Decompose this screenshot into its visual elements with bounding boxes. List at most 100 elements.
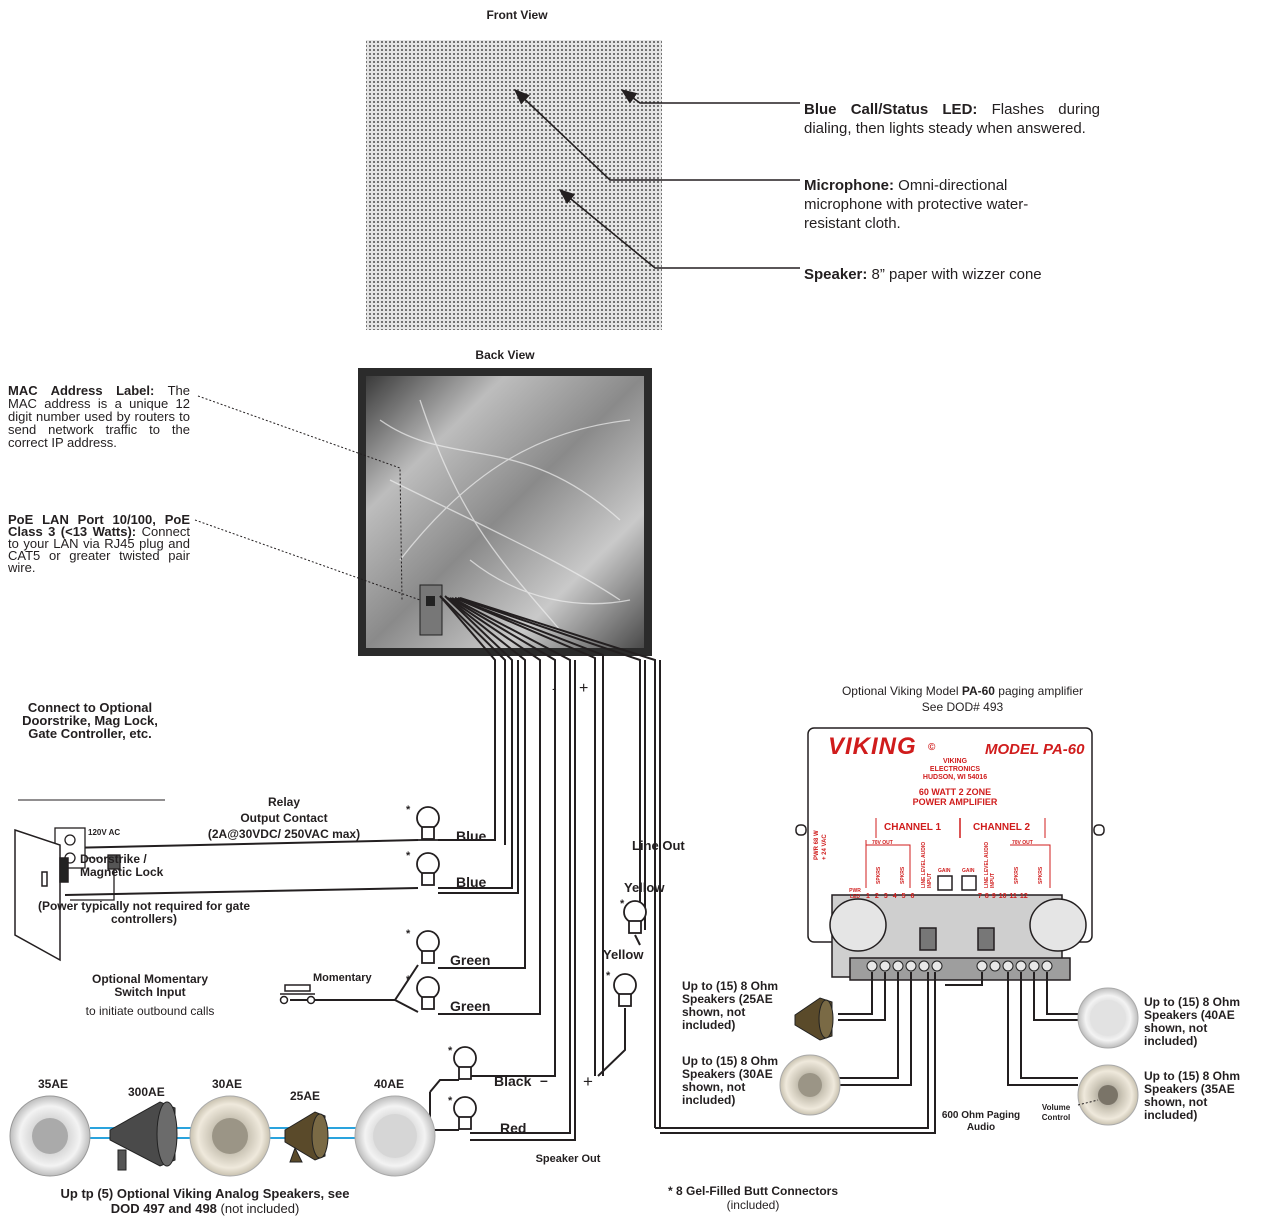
harness-minus-sign: - [552, 680, 557, 696]
pa60-red-brackets [865, 818, 1051, 888]
pa60-spkrs-3: SPKRS [1014, 866, 1020, 884]
pa60-terminal-2: 2 [874, 893, 879, 900]
external-wires [64, 839, 641, 1131]
wire-label-yellow-2: Yellow [603, 947, 644, 962]
volume-control-label: Volume Control [1041, 1103, 1071, 1122]
pa60-intro-model: PA-60 [961, 684, 995, 698]
pa60-pwr-led: PWR LED [849, 888, 861, 900]
pa60-70v-out-2: 70V OUT [1012, 840, 1033, 846]
pa60-amp-title-1: 60 WATT 2 ZONE [918, 787, 992, 797]
pa60-intro: Optional Viking Model PA-60 paging ampli… [830, 683, 1095, 715]
pa60-terminal-numbers-ch2: 7 8 9 10 11 12 [978, 893, 1028, 900]
pa-speaker-30ae-label: Up to (15) 8 Ohm Speakers (30AE shown, n… [682, 1054, 779, 1107]
pa60-amp-title-2: POWER AMPLIFIER [912, 797, 998, 807]
butt-star-5: * [448, 1045, 453, 1057]
analog-caption-rest: (not included) [220, 1201, 300, 1216]
door-illustration [14, 828, 69, 962]
butt-connector-yellow-1 [623, 900, 647, 934]
doorstrike-label: Doorstrike / Magnetic Lock [80, 852, 164, 879]
speaker-out-label: Speaker Out [535, 1153, 601, 1165]
pa60-intro-a: Optional Viking Model [841, 684, 959, 698]
switch-subtitle: to initiate outbound calls [85, 1004, 215, 1018]
pa-speaker-35ae-label: Up to (15) 8 Ohm Speakers (35AE shown, n… [1144, 1069, 1241, 1122]
pa60-gain-1: GAIN [938, 868, 951, 874]
harness-plus-sign: + [579, 680, 589, 697]
pa60-terminal-5: 5 [901, 893, 906, 900]
pa60-company: VIKING ELECTRONICS HUDSON, WI 54016 [905, 758, 1005, 782]
relay-title: Relay [267, 795, 301, 809]
front-view-title: Front View [486, 8, 548, 22]
pa-speaker-25ae-label: Up to (15) 8 Ohm Speakers (25AE shown, n… [682, 979, 779, 1032]
back-view-title: Back View [475, 348, 535, 362]
analog-model-35ae: 35AE [38, 1077, 69, 1091]
pa60-company-3: HUDSON, WI 54016 [922, 774, 988, 781]
connect-optional-title: Connect to Optional Doorstrike, Mag Lock… [22, 700, 158, 741]
pa60-spkrs-4: SPKRS [1038, 866, 1044, 884]
pa60-company-1: VIKING [942, 758, 968, 765]
analog-caption: Up tp (5) Optional Viking Analog Speaker… [60, 1186, 350, 1216]
pa60-line-level-1: LINE LEVEL AUDIO INPUT [921, 841, 933, 888]
pa60-terminal-11: 11 [1009, 893, 1017, 900]
pa60-terminal-numbers-ch1: 1 2 3 4 5 6 [866, 893, 914, 900]
butt-connector-blue-1 [416, 806, 440, 841]
pa60-terminal-1: 1 [866, 893, 870, 900]
pa60-spkrs-2: SPKRS [900, 866, 906, 884]
relay-subtitle: Output Contact [240, 811, 328, 825]
butt-connector-green-2 [416, 976, 440, 1010]
poe-callout: PoE LAN Port 10/100, PoE Class 3 (<13 Wa… [8, 513, 190, 575]
wire-label-green-2: Green [450, 998, 491, 1014]
butt-connector-red [453, 1096, 477, 1130]
wire-label-black: Black [494, 1073, 532, 1089]
butt-star-7: * [620, 898, 625, 910]
led-callout: Blue Call/Status LED: Flashes during dia… [804, 100, 1100, 138]
butt-connector-black [453, 1046, 477, 1080]
paging-audio-label: 600 Ohm Paging Audio [941, 1110, 1021, 1133]
front-view-panel [366, 40, 662, 330]
wire-label-blue-1: Blue [456, 828, 487, 844]
speaker-callout-text: 8” paper with wizzer cone [871, 266, 1042, 283]
pa60-amplifier [795, 727, 1105, 981]
power-adapter [70, 854, 121, 901]
poe-callout-text: Connect to your LAN via RJ45 plug and CA… [8, 524, 190, 575]
mic-callout-label: Microphone: [804, 177, 894, 194]
analog-model-300ae: 300AE [128, 1085, 165, 1099]
speaker-callout: Speaker: 8” paper with wizzer cone [804, 265, 1054, 284]
butt-star-4: * [406, 974, 411, 986]
wire-label-red: Red [500, 1120, 527, 1136]
wire-label-black-minus: – [540, 1072, 548, 1088]
pa60-pwr-rating: PWR 68 W [814, 830, 820, 860]
analog-caption-bold: Up tp (5) Optional Viking Analog Speaker… [60, 1186, 350, 1216]
pa60-terminal-9: 9 [991, 893, 996, 900]
horn-300ae [109, 1101, 178, 1171]
switch-title: Optional Momentary Switch Input [91, 972, 208, 999]
pa60-terminal-8: 8 [984, 893, 989, 900]
analog-model-40ae: 40AE [374, 1077, 405, 1091]
pa60-copyright-mark: © [928, 742, 936, 753]
pa60-terminal-7: 7 [978, 893, 982, 900]
pa60-terminals [866, 960, 1053, 972]
outlet-label: 120V AC [88, 828, 121, 837]
pa60-gain-2: GAIN [962, 868, 975, 874]
butt-connector-note-bold: * 8 Gel-Filled Butt Connectors [668, 1184, 839, 1198]
pa60-brand-logo: VIKING [828, 733, 917, 760]
butt-connector-note: * 8 Gel-Filled Butt Connectors (included… [668, 1184, 838, 1212]
wire-label-green-1: Green [450, 952, 491, 968]
pa60-terminal-12: 12 [1019, 893, 1028, 900]
pa60-terminal-4: 4 [892, 893, 897, 900]
pa60-company-2: ELECTRONICS [929, 766, 981, 773]
speaker-callout-label: Speaker: [804, 266, 868, 283]
mac-callout-text: The MAC address is a unique 12 digit num… [8, 383, 190, 450]
pa60-terminal-3: 3 [883, 893, 888, 900]
wire-label-yellow-1: Yellow [624, 880, 665, 895]
analog-speakers [9, 1095, 436, 1177]
analog-model-30ae: 30AE [212, 1077, 243, 1091]
power-note: (Power typically not required for gate c… [37, 899, 251, 926]
pa60-channel-1: CHANNEL 1 [884, 822, 942, 833]
line-out-label: Line Out [632, 838, 685, 853]
butt-star-3: * [406, 928, 411, 940]
pa60-terminal-6: 6 [910, 893, 915, 900]
horn-25ae [284, 1111, 329, 1163]
pa60-wiring [655, 972, 1078, 1134]
